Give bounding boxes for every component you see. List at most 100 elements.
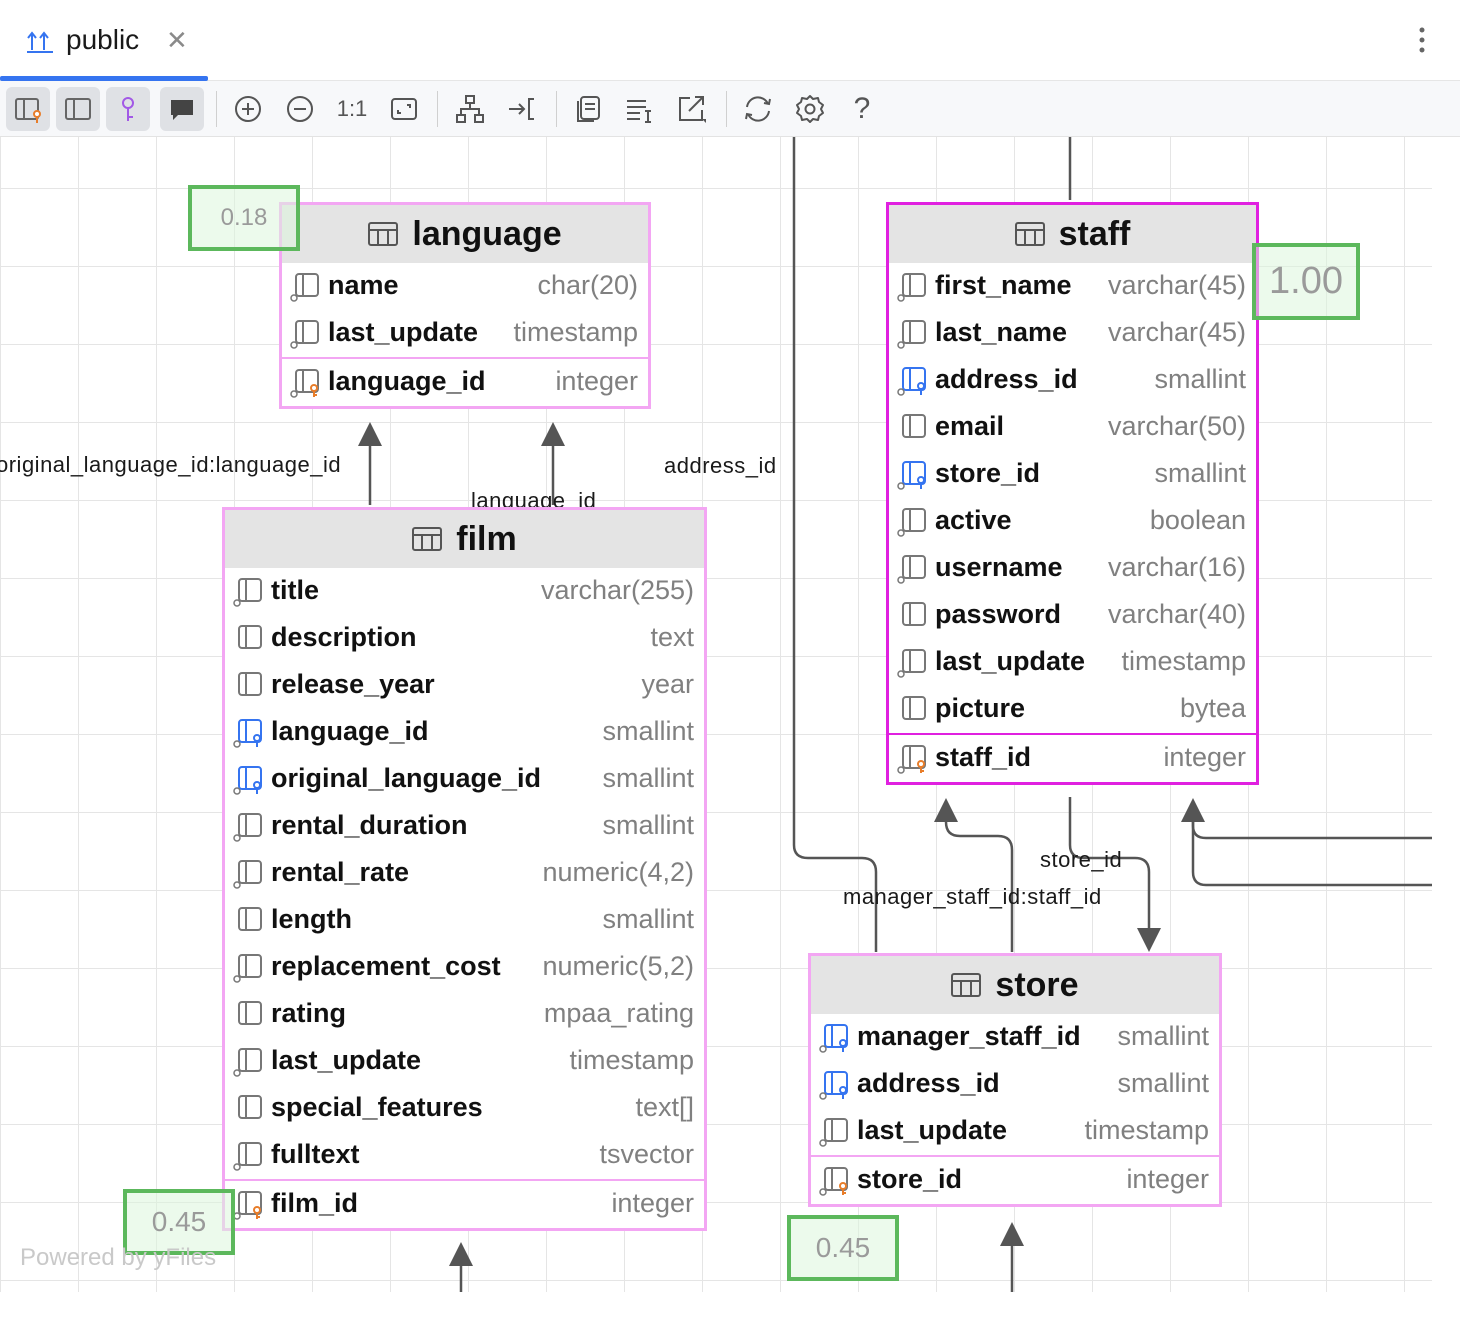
edge-label-manager-staff: manager_staff_id:staff_id — [843, 884, 1102, 909]
column-row[interactable]: rating mpaa_rating — [225, 991, 704, 1038]
text-list-icon — [627, 100, 651, 123]
key-divider — [282, 357, 648, 359]
settings-button[interactable] — [788, 87, 832, 131]
key-icon — [122, 97, 134, 121]
route-edges-button[interactable] — [500, 87, 544, 131]
table-header[interactable]: staff — [889, 205, 1256, 263]
column-name: rating — [271, 998, 347, 1028]
zoom-out-button[interactable] — [278, 87, 322, 131]
column-name: rental_rate — [271, 857, 410, 887]
column-name: last_update — [328, 317, 479, 347]
column-type: smallint — [602, 904, 694, 934]
show-comments-button[interactable] — [160, 87, 204, 131]
actual-size-button[interactable]: 1:1 — [330, 87, 374, 131]
help-button[interactable]: ? — [840, 87, 884, 131]
column-icon — [897, 555, 926, 584]
column-type: timestamp — [1121, 646, 1246, 676]
show-columns-button[interactable] — [6, 87, 50, 131]
table-header[interactable]: language — [282, 205, 648, 263]
zoom-in-button[interactable] — [226, 87, 270, 131]
toolbar-separator — [216, 91, 217, 127]
key-divider — [225, 1179, 704, 1181]
tab-public[interactable]: public ✕ — [0, 0, 208, 81]
column-name: store_id — [857, 1164, 963, 1194]
more-options-icon[interactable] — [1408, 22, 1436, 58]
refresh-button[interactable] — [736, 87, 780, 131]
column-name: last_update — [857, 1115, 1008, 1145]
column-type: boolean — [1149, 505, 1246, 535]
column-name: last_update — [271, 1045, 422, 1075]
zoom-in-icon — [235, 96, 261, 122]
column-type: varchar(45) — [1107, 270, 1246, 300]
help-icon: ? — [853, 92, 871, 125]
column-icon — [819, 1118, 848, 1147]
column-name: film_id — [271, 1188, 359, 1218]
column-name: description — [271, 622, 417, 652]
column-name: store_id — [935, 458, 1041, 488]
column-icon — [897, 461, 926, 490]
column-icon — [238, 1095, 262, 1119]
table-title: language — [412, 214, 562, 253]
edge-label-original-language: original_language_id:language_id — [0, 452, 342, 477]
toggle-sidebar-button[interactable] — [56, 87, 100, 131]
column-type: integer — [611, 1188, 694, 1218]
column-name: rental_duration — [271, 810, 468, 840]
column-icon — [233, 813, 262, 842]
fit-content-button[interactable] — [382, 87, 426, 131]
column-icon — [233, 719, 262, 748]
score-badge-store: 0.45 — [787, 1215, 899, 1281]
column-type: integer — [1163, 742, 1246, 772]
copy-diagram-button[interactable] — [566, 87, 610, 131]
column-name: picture — [935, 693, 1026, 723]
column-icon — [238, 1001, 262, 1025]
show-details-button[interactable] — [618, 87, 662, 131]
column-name: manager_staff_id — [857, 1021, 1081, 1051]
column-icon — [902, 414, 926, 438]
table-header[interactable]: store — [811, 956, 1219, 1014]
primary-key-row[interactable]: film_id integer — [225, 1181, 704, 1228]
column-row[interactable]: manager_staff_id smallint — [811, 1014, 1219, 1061]
column-type: smallint — [1117, 1021, 1209, 1051]
table-header[interactable]: film — [225, 510, 704, 568]
export-diagram-button[interactable] — [670, 87, 714, 131]
column-type: mpaa_rating — [543, 998, 694, 1028]
column-icon — [238, 625, 262, 649]
show-keys-button[interactable] — [106, 87, 150, 131]
column-type: varchar(255) — [540, 575, 694, 605]
close-icon[interactable]: ✕ — [166, 25, 188, 55]
apply-layout-button[interactable] — [448, 87, 492, 131]
